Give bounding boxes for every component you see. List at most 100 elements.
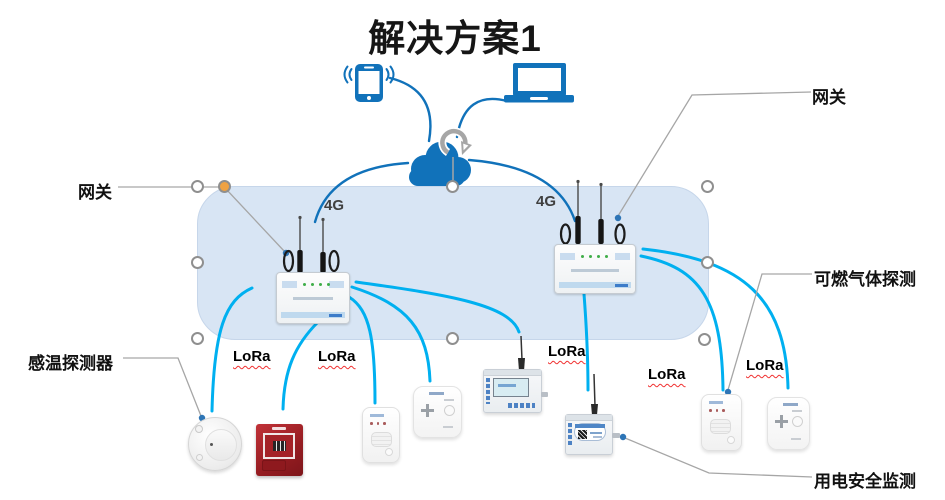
button-row	[508, 403, 535, 408]
device-text-mark	[791, 438, 801, 440]
gateway-model-text	[293, 297, 333, 300]
device-text-mark	[444, 399, 454, 401]
detector-cap	[205, 429, 237, 461]
lcd-screen	[493, 378, 529, 397]
lora-link-gas-detector-2	[639, 254, 725, 392]
alarm-call-point-device[interactable]	[256, 424, 303, 476]
selection-handle-mid-right[interactable]	[700, 255, 714, 269]
power-meter-device[interactable]	[483, 369, 548, 413]
label-gateway-left[interactable]: 网关	[78, 183, 112, 202]
gateway-device-right[interactable]	[554, 244, 636, 294]
smartphone-icon[interactable]	[343, 64, 395, 102]
antenna-group-left	[282, 215, 340, 273]
lora-link-gas-square-1	[350, 285, 432, 383]
terminal-block	[486, 378, 490, 404]
label-lora-2[interactable]: LoRa	[318, 348, 356, 365]
label-lora-5[interactable]: LoRa	[746, 357, 784, 374]
label-lora-3[interactable]: LoRa	[548, 343, 586, 360]
selection-handle-top-right[interactable]	[700, 179, 714, 193]
lora-link-power-meter	[354, 280, 521, 334]
selection-handle-bottom-right[interactable]	[697, 332, 711, 346]
meter-top-rail	[484, 370, 541, 376]
antenna-group-right	[559, 179, 626, 245]
led-dot	[597, 255, 600, 258]
gateway-port-label	[560, 253, 575, 260]
selection-handle-top-left[interactable]	[190, 179, 204, 193]
gas-detector-square-device-2[interactable]	[767, 397, 810, 450]
lora-link-gas-detector-1	[347, 295, 377, 405]
gateway-device-left[interactable]	[276, 272, 350, 324]
device-text-mark	[590, 432, 602, 434]
callout-line-gateway-right	[617, 91, 812, 217]
label-lora-1[interactable]: LoRa	[233, 348, 271, 365]
heat-detector-device[interactable]	[188, 417, 242, 471]
gateway-bottom-strip	[281, 312, 345, 318]
label-4g-left[interactable]: 4G	[324, 197, 345, 214]
device-brand-mark	[783, 403, 798, 406]
alarm-label-text	[272, 427, 286, 430]
led-dot	[376, 422, 379, 425]
side-connector	[612, 433, 620, 438]
laptop-icon[interactable]	[504, 63, 574, 103]
power-monitor-device[interactable]	[565, 414, 620, 455]
detector-vent	[195, 425, 203, 433]
gateway-port-label	[329, 281, 344, 288]
callout-line-gateway-left	[118, 186, 286, 253]
lora-link-power-monitor	[582, 292, 590, 392]
gateway-port-label	[282, 281, 297, 288]
test-button	[444, 405, 455, 416]
gas-detector-device-2[interactable]	[701, 394, 742, 451]
rotation-handle-icon[interactable]	[438, 127, 472, 180]
led-dot	[383, 422, 386, 425]
led-dot	[311, 283, 314, 286]
selection-handle-top-center[interactable]	[445, 179, 459, 193]
device-text-mark	[792, 410, 802, 412]
lora-link-alarm	[281, 320, 320, 411]
callout-dot-electrical-safety	[619, 433, 627, 441]
led-dot	[303, 283, 306, 286]
test-button	[727, 436, 735, 444]
led-dot	[722, 409, 725, 412]
test-button	[385, 448, 393, 456]
device-brand-mark	[429, 392, 444, 395]
gateway-brand-mark	[615, 284, 628, 287]
device-led-row	[709, 409, 725, 412]
lora-link-heat-detector	[210, 286, 254, 413]
led-dot	[319, 283, 322, 286]
callout-dot-combustible-gas	[724, 388, 732, 396]
alarm-slot	[262, 460, 286, 471]
side-connector	[541, 392, 548, 397]
gateway-bottom-strip	[559, 282, 631, 288]
adjust-handle[interactable]	[217, 179, 231, 193]
device-text-mark	[593, 436, 602, 438]
callout-dot-gateway-right	[614, 214, 622, 222]
selection-handle-bottom-center[interactable]	[445, 331, 459, 345]
qr-code	[578, 430, 587, 439]
detector-led	[210, 443, 213, 446]
device-brand-mark	[370, 414, 384, 417]
selection-handle-mid-left[interactable]	[190, 255, 204, 269]
link-cloud-gateway-left	[313, 161, 410, 224]
label-panel-header	[575, 424, 605, 428]
label-heat-detector[interactable]: 感温探测器	[28, 354, 113, 373]
label-gateway-right[interactable]: 网关	[812, 88, 846, 107]
meter-antennas	[518, 335, 598, 415]
label-4g-right[interactable]: 4G	[536, 193, 557, 210]
gateway-led-row	[581, 255, 608, 258]
callout-line-heat-detector	[123, 357, 202, 417]
terminal-block	[568, 423, 572, 445]
label-lora-4[interactable]: LoRa	[648, 366, 686, 383]
gas-detector-device-1[interactable]	[362, 407, 400, 463]
led-dot	[327, 283, 330, 286]
label-combustible-gas[interactable]: 可燃气体探测	[814, 270, 916, 289]
lora-link-gas-square-2	[641, 247, 790, 390]
alarm-glass-panel	[263, 433, 295, 459]
sensor-grille	[710, 419, 731, 434]
slide-title[interactable]: 解决方案1	[368, 18, 542, 59]
label-electrical-safety[interactable]: 用电安全监测	[814, 472, 916, 491]
selection-handle-bottom-left[interactable]	[190, 331, 204, 345]
device-led-row	[370, 422, 386, 425]
gateway-brand-mark	[329, 314, 342, 317]
gas-detector-square-device-1[interactable]	[413, 386, 462, 438]
